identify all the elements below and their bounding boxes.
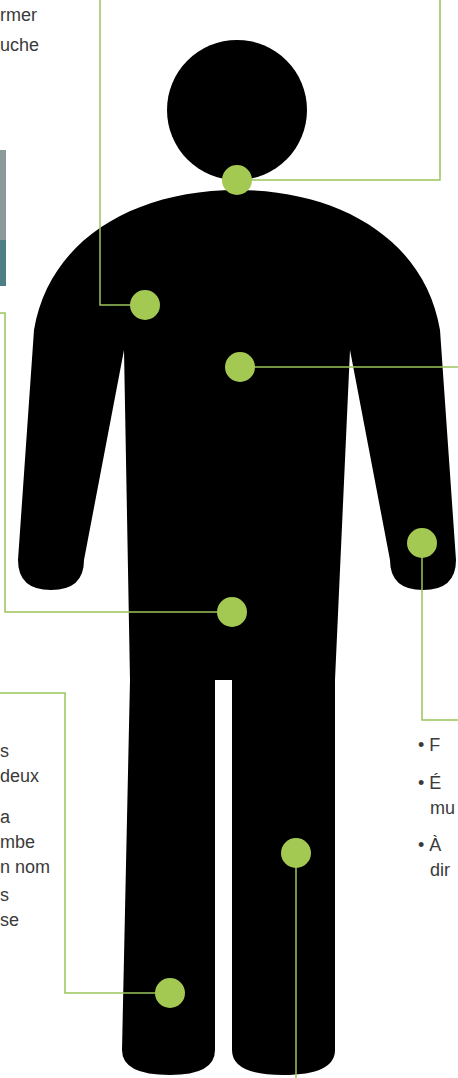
leader-line: [0, 693, 170, 993]
marker-dots: [130, 165, 437, 1008]
callout-text: deux: [0, 765, 39, 787]
callout-text: mbe: [0, 831, 35, 853]
callout-text: dir: [430, 859, 450, 881]
marker-dot: [281, 838, 311, 868]
callout-text: • É: [418, 772, 441, 794]
callout-text: rmer: [0, 4, 37, 26]
photo-fragment: [0, 240, 6, 286]
marker-dot: [225, 352, 255, 382]
leader-line: [422, 543, 458, 720]
callout-text: • À: [418, 834, 441, 856]
marker-dot: [222, 165, 252, 195]
marker-dot: [155, 978, 185, 1008]
callout-text: s: [0, 884, 9, 906]
callout-text: • F: [418, 734, 440, 756]
photo-fragment: [0, 150, 6, 286]
marker-dot: [407, 528, 437, 558]
marker-dot: [130, 290, 160, 320]
leader-line: [237, 0, 440, 180]
callout-text: s: [0, 740, 9, 762]
leader-line: [240, 366, 458, 368]
callout-text: n nom: [0, 856, 50, 878]
body-silhouette: [18, 190, 456, 1075]
callout-text: se: [0, 909, 19, 931]
leader-line: [0, 313, 232, 612]
callout-text: mu: [430, 797, 455, 819]
leader-line: [295, 853, 297, 1078]
callout-text: uche: [0, 34, 39, 56]
leader-line: [100, 0, 145, 305]
head-silhouette: [167, 40, 307, 180]
marker-dot: [217, 597, 247, 627]
callout-text: a: [0, 806, 10, 828]
